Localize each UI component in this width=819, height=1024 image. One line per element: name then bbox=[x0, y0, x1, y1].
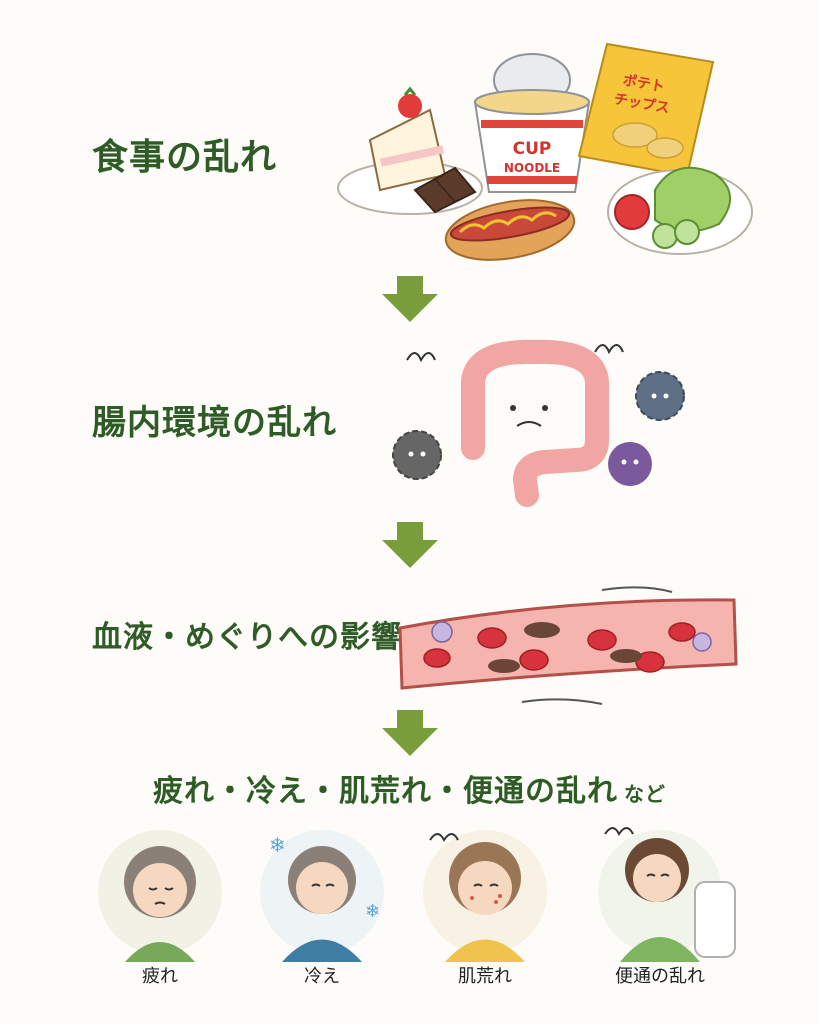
tired-woman-icon bbox=[98, 830, 222, 962]
symptom-label-bowel: 便通の乱れ bbox=[615, 966, 705, 987]
squiggle-icon bbox=[406, 352, 436, 363]
chocolate-icon bbox=[413, 166, 477, 214]
svg-text:❄: ❄ bbox=[269, 833, 286, 857]
plaque-icon bbox=[488, 622, 642, 673]
symptoms-heading-main: 疲れ・冷え・肌荒れ・便通の乱れ bbox=[153, 774, 618, 809]
rough-skin-woman-icon bbox=[423, 830, 547, 962]
cup-label-line1: CUP bbox=[513, 139, 552, 159]
down-arrow-icon bbox=[382, 276, 438, 322]
red-blood-cell-icon bbox=[423, 622, 696, 673]
symptoms-heading: 疲れ・冷え・肌荒れ・便通の乱れなど bbox=[0, 766, 819, 810]
step-heading-blood: 血液・めぐりへの影響 bbox=[92, 620, 402, 655]
bad-bacteria-icon bbox=[635, 371, 685, 421]
salad-icon bbox=[607, 166, 753, 255]
junk-food-illustration: CUP NOODLE ポテト チップス bbox=[337, 42, 753, 261]
symptoms-heading-suffix: など bbox=[624, 782, 666, 806]
symptom-label-tired: 疲れ bbox=[142, 966, 178, 987]
symptom-label-skin: 肌荒れ bbox=[458, 966, 512, 987]
toilet-icon bbox=[694, 881, 736, 958]
squiggle-icon bbox=[594, 344, 624, 355]
bad-bacteria-icon bbox=[608, 442, 652, 486]
constipated-woman-icon bbox=[598, 827, 736, 962]
potato-chips-icon: ポテト チップス bbox=[577, 42, 715, 178]
svg-text:❄: ❄ bbox=[365, 901, 380, 922]
step-heading-gut: 腸内環境の乱れ bbox=[92, 403, 337, 443]
blood-vessel-illustration bbox=[398, 586, 738, 705]
step-heading-diet: 食事の乱れ bbox=[92, 137, 278, 178]
bad-bacteria-icon bbox=[392, 430, 442, 480]
intestine-icon bbox=[461, 339, 609, 507]
cake-icon bbox=[368, 86, 447, 192]
cup-noodle-icon: CUP NOODLE bbox=[473, 53, 591, 193]
down-arrow-icon bbox=[382, 710, 438, 756]
cold-woman-icon: ❄ ❄ bbox=[260, 830, 384, 962]
hotdog-icon bbox=[444, 199, 576, 261]
white-blood-cell-icon bbox=[431, 621, 712, 652]
down-arrow-icon bbox=[382, 522, 438, 568]
cup-label-line2: NOODLE bbox=[504, 161, 560, 175]
symptom-label-cold: 冷え bbox=[304, 966, 340, 987]
gut-illustration bbox=[392, 339, 685, 507]
